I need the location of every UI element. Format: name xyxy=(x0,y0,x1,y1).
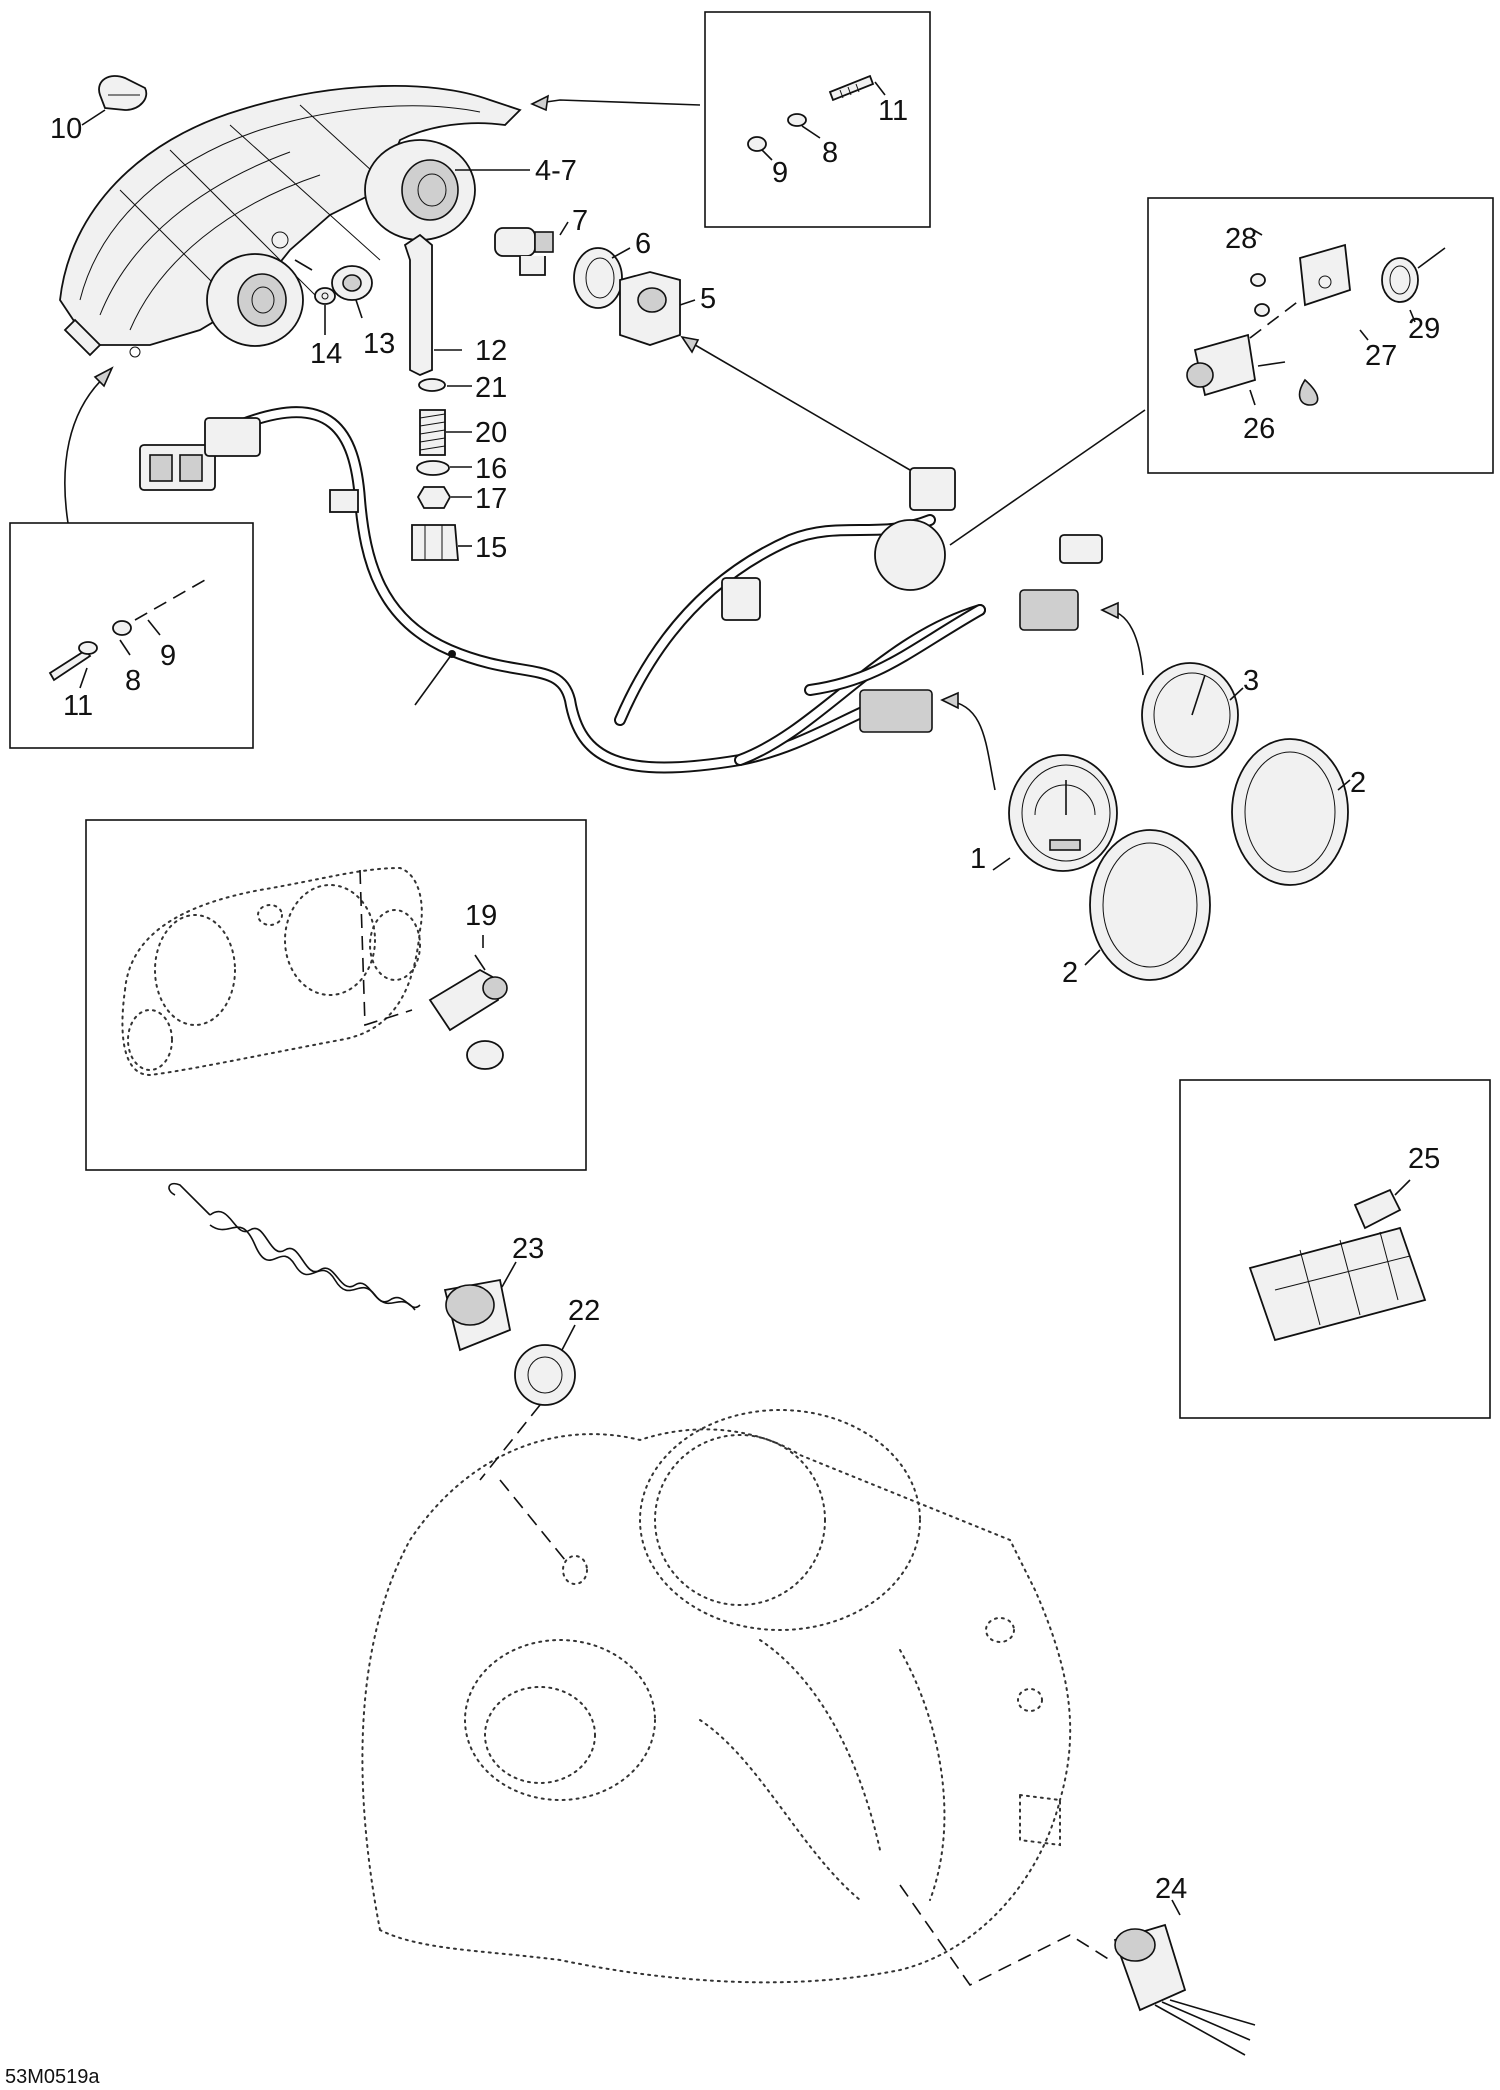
callout-7: 7 xyxy=(572,205,588,237)
nut-14 xyxy=(314,287,336,305)
arrow-gauge-3 xyxy=(1104,609,1144,676)
callout-2a: 2 xyxy=(1350,767,1366,799)
inset-relay xyxy=(1179,1079,1491,1419)
headlight-bulb xyxy=(494,227,554,276)
arrowhead-gauge-1 xyxy=(940,691,959,710)
gauge-3 xyxy=(1141,662,1239,768)
leader-11b xyxy=(79,667,88,689)
drawing-code: 53M0519a xyxy=(5,2066,100,2088)
leader-8b xyxy=(119,639,131,656)
leader-13 xyxy=(355,299,363,319)
arrowhead-5 xyxy=(680,335,700,354)
callout-28: 29 xyxy=(1408,313,1440,345)
bezel-ring-lower xyxy=(1089,829,1211,981)
callout-22: 23 xyxy=(512,1233,544,1265)
leader-3 xyxy=(1229,687,1244,701)
wiring-harness xyxy=(139,406,1146,774)
safety-cap-22 xyxy=(443,1278,512,1352)
callout-6: 6 xyxy=(635,228,651,260)
callout-10: 10 xyxy=(50,113,82,145)
callout-2b: 2 xyxy=(1062,957,1078,989)
arrow-5 xyxy=(689,341,911,471)
switch-ring-21 xyxy=(514,1344,576,1406)
callout-17: 17 xyxy=(475,483,507,515)
bezel-ring-upper xyxy=(1231,738,1349,886)
arrow-13 xyxy=(294,259,313,271)
leader-26 xyxy=(1359,329,1369,341)
leader-23 xyxy=(1171,1899,1181,1916)
headlight-housing xyxy=(59,85,522,358)
callout-11a: 11 xyxy=(878,95,908,127)
callout-14: 14 xyxy=(310,338,342,370)
callout-19: 20 xyxy=(475,417,507,449)
callout-11b: 11 xyxy=(63,690,93,722)
leader-5 xyxy=(679,299,696,306)
retaining-ring xyxy=(573,247,623,309)
callout-15: 15 xyxy=(475,532,507,564)
inset-fasteners-left xyxy=(9,366,254,749)
callout-24: 25 xyxy=(1408,1143,1440,1175)
callout-25: 26 xyxy=(1243,413,1275,445)
key-switch-23 xyxy=(1113,1923,1256,2056)
callout-4-7: 4-7 xyxy=(535,155,577,187)
callout-9b: 9 xyxy=(160,640,176,672)
leader-22 xyxy=(501,1261,517,1288)
gauge-1 xyxy=(1008,754,1118,872)
leader-6 xyxy=(611,247,631,259)
callout-8b: 8 xyxy=(125,665,141,697)
tether-cord xyxy=(168,1182,421,1311)
leader-8a xyxy=(801,125,821,139)
inset-fasteners-top xyxy=(530,11,931,228)
inset-cluster xyxy=(85,819,587,1171)
leader-11a xyxy=(874,81,886,96)
callout-18: 19 xyxy=(465,900,497,932)
callout-3: 3 xyxy=(1243,665,1259,697)
inset-sensor xyxy=(1147,197,1494,474)
callout-16: 16 xyxy=(475,453,507,485)
callout-5: 5 xyxy=(700,283,716,315)
callout-20: 21 xyxy=(475,372,507,404)
leader-9a xyxy=(761,149,773,161)
leader-2a xyxy=(1337,779,1351,791)
adjuster-stack xyxy=(403,233,459,561)
leader-27 xyxy=(1249,227,1263,236)
leader-9b xyxy=(147,619,161,636)
arrowhead-gauge-3 xyxy=(1100,601,1119,620)
leader-10 xyxy=(81,109,106,126)
callout-13: 13 xyxy=(363,328,395,360)
leader-21 xyxy=(561,1324,576,1351)
arrow-gauge-1 xyxy=(944,699,996,791)
console-outline xyxy=(361,1404,1111,1987)
clip-10 xyxy=(98,75,148,111)
callout-26: 27 xyxy=(1365,340,1397,372)
grommet-13 xyxy=(331,265,373,301)
callout-23: 24 xyxy=(1155,1873,1187,1905)
callout-1: 1 xyxy=(970,843,986,875)
leader-2b xyxy=(1084,949,1101,966)
leader-1 xyxy=(992,857,1011,871)
leader-25 xyxy=(1249,389,1256,406)
dust-cap xyxy=(619,271,681,346)
callout-27: 28 xyxy=(1225,223,1257,255)
callout-8a: 8 xyxy=(822,137,838,169)
leader-7 xyxy=(559,221,569,236)
callout-9a: 9 xyxy=(772,157,788,189)
callout-21: 22 xyxy=(568,1295,600,1327)
callout-12: 12 xyxy=(475,335,507,367)
leader-28 xyxy=(1409,309,1416,323)
